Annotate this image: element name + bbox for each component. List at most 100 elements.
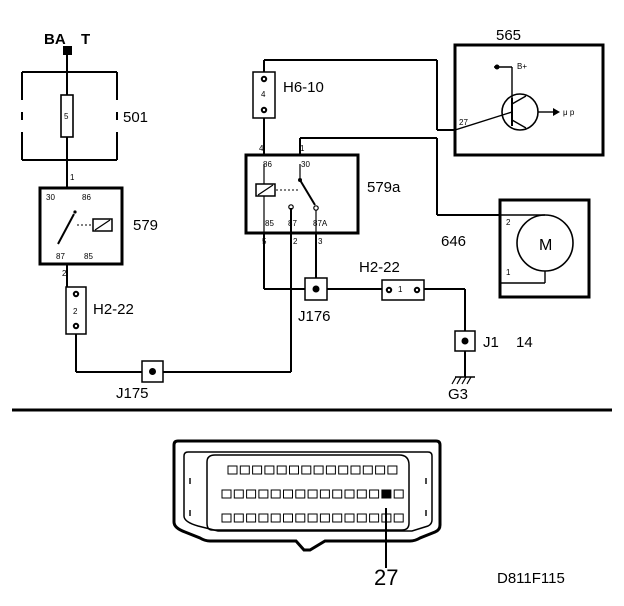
h2-22-right-label: H2-22 [359,259,400,276]
splice-j1 [454,330,476,352]
pin-565-27: 27 [459,118,468,127]
connector-pin-cell [246,513,257,523]
connector-pin-cell [283,513,293,523]
connector-pin-cell [332,513,343,523]
h2-22-left-label: H2-22 [93,301,134,318]
component-646 [498,198,591,299]
footer-code: D811F115 [497,570,565,587]
fuse-symbol [60,72,74,188]
pin-579-85: 85 [84,252,93,261]
connector-pin-cell [270,513,281,523]
pin-579a-85: 85 [265,219,274,228]
connector-pin-cell [381,489,392,499]
pin-646-2: 2 [506,218,511,227]
connector-pin-cell [350,465,361,475]
pin-579a-3: 3 [318,237,323,246]
component-501-box [21,71,118,161]
pin-565-bplus: B+ [517,62,527,71]
pin-579a-5: 5 [262,237,267,246]
connector-pin-cell [239,465,250,475]
pin-646-1: 1 [506,268,511,277]
connector-h2-22-right [381,279,425,301]
connector-pin-cell [301,465,312,475]
connector-pin-cell [338,465,349,475]
ecu-connector [172,439,442,552]
connector-pin-cell [227,465,238,475]
connector-pin-cell [307,513,318,523]
pin-579-30: 30 [46,193,55,202]
h6-10-pin: 4 [261,90,266,99]
relay-579a [244,153,360,235]
connector-pin-cell [369,513,380,523]
connector-pin-cell [319,513,330,523]
ground-symbol [451,376,475,385]
connector-pin-cell [289,465,299,475]
j176-label: J176 [298,308,331,325]
t-label: T [81,31,90,48]
h2-22-left-pin: 2 [73,307,78,316]
connector-pin-cell [252,465,263,475]
pin-579a-87: 87 [288,219,297,228]
connector-pin-cell [325,465,336,475]
h2-22-right-pin: 1 [398,285,403,294]
connector-pin-cell [307,489,318,499]
j1-pin: 14 [516,334,533,351]
pin-579a-4: 4 [259,144,264,153]
pin-579a-87a: 87A [313,219,328,228]
connector-pin-cell [221,513,232,523]
pin-579-86: 86 [82,193,91,202]
connector-pin-cell [270,489,281,499]
connector-pin-cell [246,489,257,499]
splice-j176 [304,277,328,301]
connector-pin-cell [283,489,293,499]
battery-terminal [63,46,72,55]
connector-pin-cell [387,465,398,475]
pin-579a-2: 2 [293,237,298,246]
component-579-label: 579 [133,217,158,234]
connector-pin-cell [362,465,373,475]
connector-pin-cell [233,489,244,499]
component-646-label: 646 [441,233,466,250]
connector-pin-cell [258,513,269,523]
j1-label: J1 [483,334,499,351]
connector-pin-cell [344,489,355,499]
relay-579 [38,186,124,266]
pin-579-2: 2 [62,269,67,278]
connector-pin-cell [393,489,404,499]
connector-pin-cell [344,513,355,523]
connector-pin-cell [258,489,269,499]
component-579a-label: 579a [367,179,401,196]
g3-label: G3 [448,386,468,403]
connector-pin-cell [393,513,404,523]
connector-pin-cell [313,465,324,475]
connector-pin-cell [295,513,306,523]
connector-pin-cell [221,489,232,499]
connector-pointer-label: 27 [374,565,398,590]
pin-501-1: 1 [70,173,75,182]
connector-pin-cell [319,489,330,499]
connector-pin-cell [233,513,244,523]
pin-579a-86: 86 [263,160,272,169]
component-565 [453,43,605,157]
connector-pin-cell [369,489,380,499]
h6-10-label: H6-10 [283,79,324,96]
component-501-label: 501 [123,109,148,126]
pin-579-87: 87 [56,252,65,261]
component-565-label: 565 [496,27,521,44]
j175-label: J175 [116,385,149,402]
connector-pin-cell [264,465,275,475]
connector-pin-cell [276,465,287,475]
bat-label: BA [44,31,66,48]
connector-pin-cell [295,489,306,499]
splice-j175 [141,360,164,383]
connector-pin-cell [332,489,343,499]
motor-symbol: M [539,237,552,254]
pin-579a-1: 1 [300,144,305,153]
connector-pin-cell [375,465,386,475]
pin-579a-30: 30 [301,160,310,169]
pin-565-mup: μ p [563,108,575,117]
fuse-value: 5 [64,112,69,121]
connector-pin-cell [356,489,367,499]
connector-pin-cell [356,513,367,523]
